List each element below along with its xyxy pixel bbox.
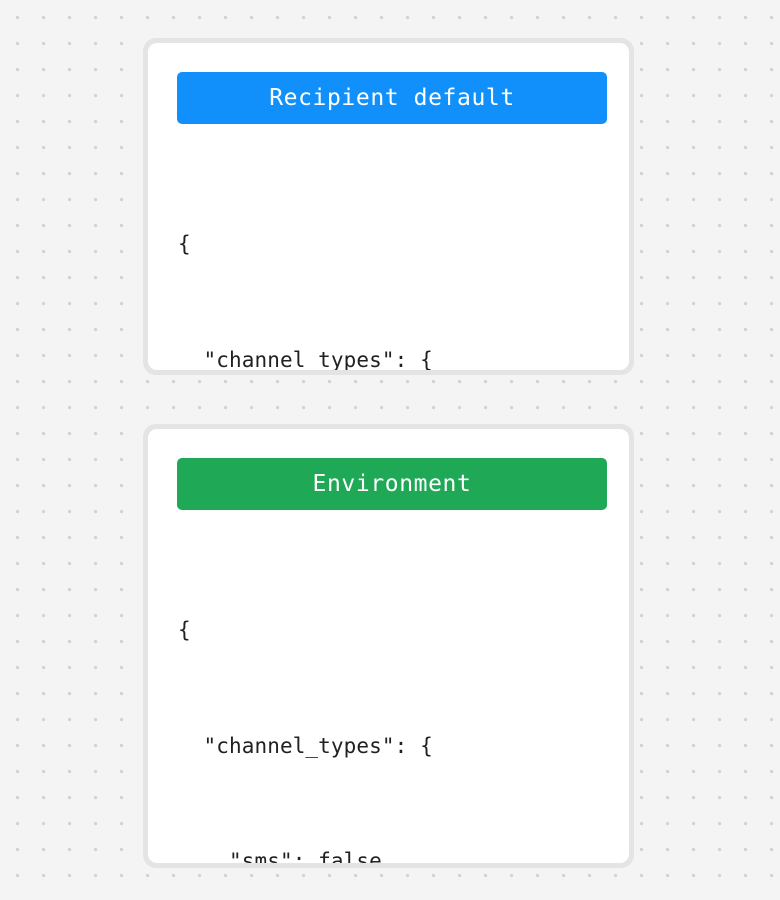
code-line: { [178,232,191,256]
card-code-block-environment: { "channel_types": { "sms": false }, "ca… [148,534,629,863]
card-environment: Environment { "channel_types": { "sms": … [143,424,634,868]
card-code-block-recipient-default: { "channel_types": { "sms": true } } [148,148,629,370]
card-header-recipient-default: Recipient default [177,72,607,124]
card-surface: Recipient default { "channel_types": { "… [148,43,629,370]
code-line: { [178,618,191,642]
card-surface: Environment { "channel_types": { "sms": … [148,429,629,863]
card-recipient-default: Recipient default { "channel_types": { "… [143,38,634,375]
code-line: "sms": false [178,849,382,863]
code-line: "channel_types": { [178,347,433,371]
code-line: "channel_types": { [178,733,433,758]
card-header-environment: Environment [177,458,607,510]
